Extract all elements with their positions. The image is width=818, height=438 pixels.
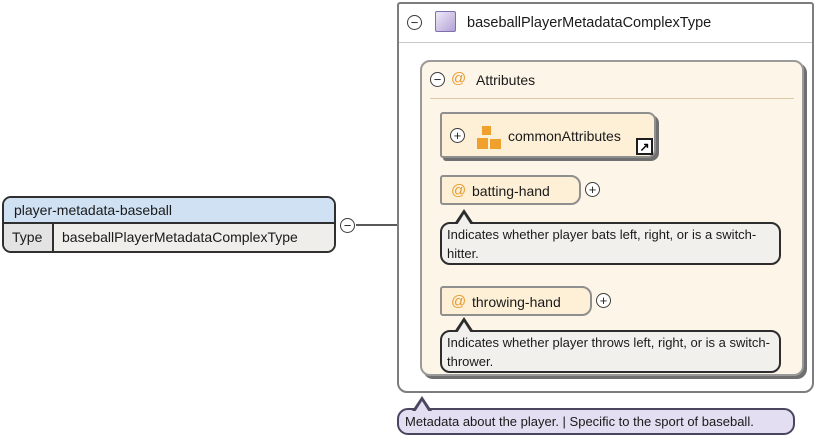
- complextype-box: − baseballPlayerMetadataComplexType − @ …: [397, 2, 814, 393]
- header-divider: [399, 42, 812, 43]
- attribute-group-icon: [475, 125, 501, 155]
- element-name: player-metadata-baseball: [4, 198, 334, 224]
- open-link-icon[interactable]: ↗: [636, 138, 653, 155]
- expand-toggle-icon[interactable]: +: [596, 293, 611, 308]
- attributes-header: − @ Attributes: [422, 62, 802, 98]
- attribute-at-icon: @: [451, 182, 467, 199]
- attributes-label: Attributes: [476, 72, 536, 88]
- bubble-tail: [454, 317, 474, 333]
- type-label: Type: [4, 224, 54, 251]
- attributes-section: − @ Attributes + commonAttributes ↗: [420, 60, 804, 376]
- attribute-at-icon: @: [451, 293, 467, 310]
- attribute-doc-text: Indicates whether player throws left, ri…: [447, 335, 770, 369]
- attribute-name: throwing-hand: [472, 294, 561, 310]
- attribute-doc-text: Indicates whether player bats left, righ…: [447, 227, 757, 261]
- attribute-doc-batting-hand: Indicates whether player bats left, righ…: [440, 209, 781, 265]
- collapse-toggle-icon[interactable]: −: [340, 218, 355, 233]
- bubble-tail: [412, 396, 432, 412]
- attribute-node-batting-hand[interactable]: @ batting-hand: [440, 175, 581, 205]
- collapse-toggle-icon[interactable]: −: [430, 72, 445, 87]
- documentation-text: Metadata about the player. | Specific to…: [405, 414, 754, 429]
- connector-line: [356, 224, 420, 226]
- complextype-title: baseballPlayerMetadataComplexType: [467, 15, 712, 31]
- element-type-row: Type baseballPlayerMetadataComplexType: [4, 224, 334, 251]
- attribute-group-name: commonAttributes: [508, 128, 621, 144]
- attribute-doc-throwing-hand: Indicates whether player throws left, ri…: [440, 317, 781, 373]
- complextype-header: − baseballPlayerMetadataComplexType: [399, 4, 812, 42]
- documentation-note: Metadata about the player. | Specific to…: [397, 396, 795, 435]
- type-value: baseballPlayerMetadataComplexType: [54, 224, 334, 251]
- attribute-node-throwing-hand[interactable]: @ throwing-hand: [440, 286, 592, 316]
- bubble-tail: [454, 209, 474, 225]
- collapse-toggle-icon[interactable]: −: [407, 15, 422, 30]
- attribute-at-icon: @: [451, 70, 467, 87]
- expand-toggle-icon[interactable]: +: [585, 182, 600, 197]
- attributes-divider: [430, 98, 794, 99]
- attribute-name: batting-hand: [472, 183, 550, 199]
- expand-toggle-icon[interactable]: +: [450, 128, 465, 143]
- complextype-icon: [435, 11, 456, 32]
- attribute-group-commonattributes[interactable]: + commonAttributes ↗: [440, 112, 656, 158]
- element-node-player-metadata-baseball[interactable]: player-metadata-baseball Type baseballPl…: [2, 196, 336, 253]
